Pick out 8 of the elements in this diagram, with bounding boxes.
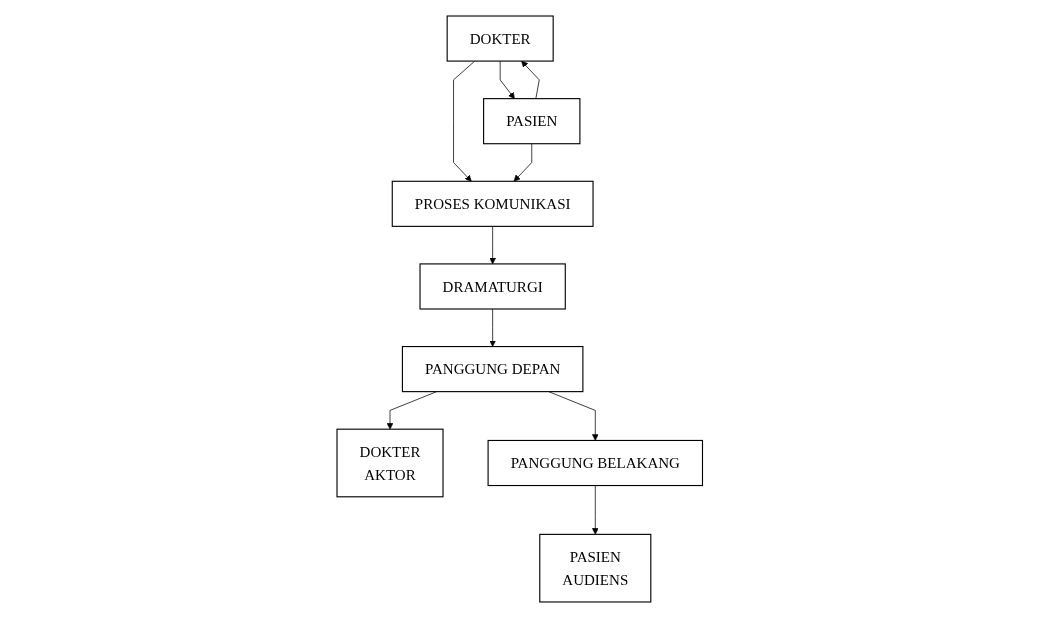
node-box: PANGGUNG BELAKANG	[487, 439, 703, 487]
node-box: DRAMATURGI	[419, 263, 566, 310]
node-box: DOKTER	[446, 15, 554, 62]
node-box: PASIEN	[482, 98, 581, 145]
node-box: PANGGUNG DEPAN	[401, 346, 584, 393]
node-box: DOKTER AKTOR	[336, 428, 444, 498]
node-box: PASIEN AUDIENS	[538, 533, 652, 603]
node-box: PROSES KOMUNIKASI	[391, 180, 594, 227]
